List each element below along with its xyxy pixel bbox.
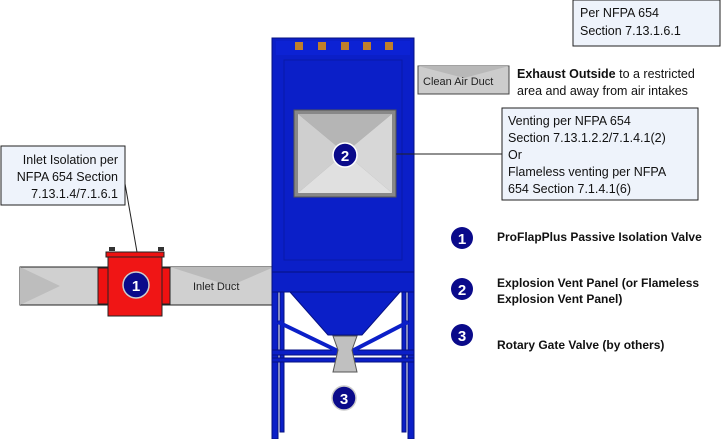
svg-text:2: 2 xyxy=(458,282,466,299)
svg-text:NFPA 654 Section: NFPA 654 Section xyxy=(17,170,118,184)
exhaust-reference-callout: Per NFPA 654 Section 7.13.1.6.1 xyxy=(572,0,721,47)
svg-text:ProFlapPlus Passive Isolation: ProFlapPlus Passive Isolation Valve xyxy=(497,230,702,244)
svg-text:Explosion Vent Panel): Explosion Vent Panel) xyxy=(497,292,622,306)
svg-text:654 Section 7.1.4.1(6): 654 Section 7.1.4.1(6) xyxy=(508,182,631,196)
svg-text:Or: Or xyxy=(508,148,522,162)
exhaust-note-line2: area and away from air intakes xyxy=(517,84,688,98)
explosion-vent-panel: 2 xyxy=(293,109,397,198)
clean-air-duct-label: Clean Air Duct xyxy=(423,76,493,88)
legend-item-2: 2 Explosion Vent Panel (or Flameless Exp… xyxy=(451,276,699,306)
svg-text:1: 1 xyxy=(458,231,466,248)
badge-1 xyxy=(122,271,150,299)
inlet-duct-label: Inlet Duct xyxy=(193,281,239,293)
legend-item-1: 1 ProFlapPlus Passive Isolation Valve xyxy=(451,227,702,249)
svg-text:Venting per NFPA 654: Venting per NFPA 654 xyxy=(508,114,631,128)
svg-text:2: 2 xyxy=(341,148,349,165)
inlet-isolation-callout: Inlet Isolation per NFPA 654 Section 7.1… xyxy=(0,145,126,206)
svg-text:Rotary Gate Valve (by others): Rotary Gate Valve (by others) xyxy=(497,338,664,352)
isolation-valve: 1 xyxy=(97,247,171,317)
svg-text:Inlet Isolation per: Inlet Isolation per xyxy=(23,153,118,167)
venting-callout: Venting per NFPA 654 Section 7.13.1.2.2/… xyxy=(501,107,699,201)
clean-air-duct: Clean Air Duct xyxy=(417,65,510,95)
legend: 1 ProFlapPlus Passive Isolation Valve 2 … xyxy=(451,227,702,352)
svg-text:3: 3 xyxy=(340,391,348,408)
svg-text:Section 7.13.1.6.1: Section 7.13.1.6.1 xyxy=(580,24,681,38)
badge-3 xyxy=(331,385,357,411)
svg-text:3: 3 xyxy=(458,328,466,345)
dust-collector: 3 xyxy=(271,37,415,439)
svg-text:7.13.1.4/7.1.6.1: 7.13.1.4/7.1.6.1 xyxy=(31,187,118,201)
badge-2 xyxy=(332,142,358,168)
svg-text:Per NFPA 654: Per NFPA 654 xyxy=(580,6,659,20)
svg-text:Flameless venting per NFPA: Flameless venting per NFPA xyxy=(508,165,667,179)
legend-item-3: 3 Rotary Gate Valve (by others) xyxy=(451,324,664,352)
svg-text:Explosion Vent Panel (or Flame: Explosion Vent Panel (or Flameless xyxy=(497,276,699,290)
svg-text:1: 1 xyxy=(132,278,140,295)
svg-text:Section 7.13.1.2.2/7.1.4.1(2): Section 7.13.1.2.2/7.1.4.1(2) xyxy=(508,131,666,145)
exhaust-note: Exhaust Outside to a restricted xyxy=(517,67,695,81)
